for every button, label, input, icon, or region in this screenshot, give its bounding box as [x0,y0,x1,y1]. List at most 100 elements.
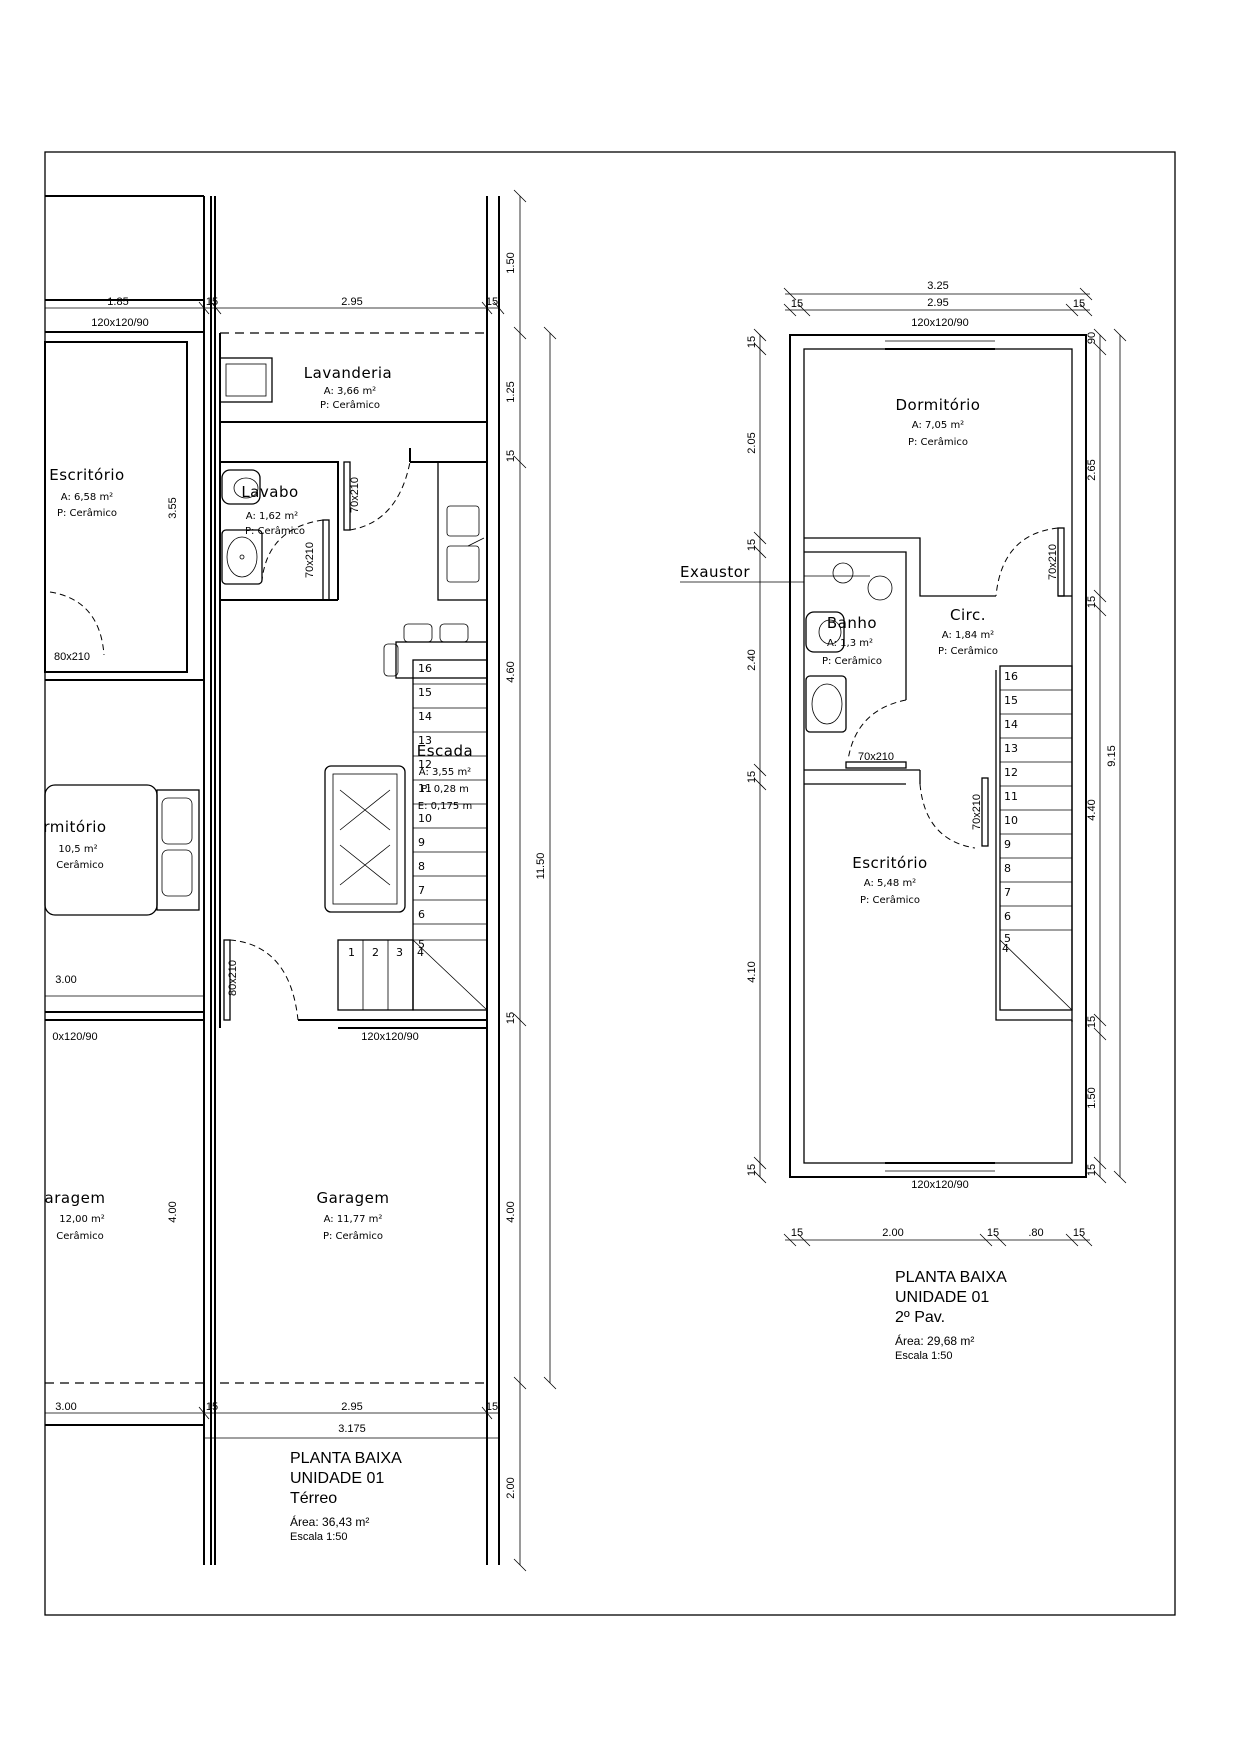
room-banho-area: A: 1,3 m² [827,638,873,649]
bed-icon [44,784,200,916]
dim-top-295: 2.95 [341,296,362,308]
room-escritorio-area: A: 5,48 m² [864,878,916,889]
room-n-garagem-area: 12,00 m² [59,1214,105,1225]
title-terreo-line3: Térreo [290,1490,337,1507]
step2-13: 13 [1004,742,1018,755]
room-n-dormitorio-name: rmitório [43,818,106,836]
dim-v-15a: 15 [505,450,517,462]
dim2-v-15d: 15 [746,1164,758,1176]
dim2-top-325: 3.25 [927,280,948,292]
dim-bot-300: 3.00 [55,1401,76,1413]
dim2-v-15b: 15 [746,539,758,551]
dim2-r-15a: 15 [1086,596,1098,608]
step2-9: 9 [1004,838,1011,851]
dim-bot-15a: 15 [206,1401,218,1413]
staircase-2pav [999,665,1073,1011]
title-2pav-area: Área: 29,68 m² [895,1333,974,1348]
room-n-garagem-name: aragem [45,1189,106,1207]
step2-10: 10 [1004,814,1018,827]
room-dormitorio-name: Dormitório [896,396,981,414]
dim2-bot-15a: 15 [791,1227,803,1239]
dim2-r-150: 1.50 [1086,1087,1098,1108]
title-terreo-line2: UNIDADE 01 [290,1470,384,1487]
title-2pav-line2: UNIDADE 01 [895,1289,989,1306]
step-1: 1 [348,946,355,959]
room-n-garagem-floor: Cerâmico [56,1230,104,1242]
step-14: 14 [418,710,432,723]
room-lavanderia-area: A: 3,66 m² [324,386,376,397]
room-banho-floor: P: Cerâmico [822,655,882,667]
room-circ-area: A: 1,84 m² [942,630,994,641]
step2-14: 14 [1004,718,1018,731]
room-garagem-floor: P: Cerâmico [323,1230,383,1242]
room-banho-name: Banho [827,614,877,632]
window-2pav-bottom: 120x120/90 [911,1179,969,1191]
window-terreo-mid: 120x120/90 [361,1031,419,1043]
dim2-top-15b: 15 [1073,298,1085,310]
toilet-icon [221,469,261,505]
dim-v-460: 4.60 [505,661,517,682]
dim2-bot-80: .80 [1028,1227,1043,1239]
dim2-v-240: 2.40 [746,649,758,670]
staircase-terreo [337,659,488,1021]
dim2-top-15a: 15 [791,298,803,310]
step-3: 3 [396,946,403,959]
room-escritorio-floor: P: Cerâmico [860,894,920,906]
dim2-bot-15c: 15 [1073,1227,1085,1239]
title-2pav-line3: 2º Pav. [895,1309,945,1326]
room-n-escritorio-name: Escritório [49,466,124,484]
step2-5: 5 [1004,932,1011,945]
dim2-r-15b: 15 [1086,1016,1098,1028]
sink-icon [221,529,263,585]
dim2-bot-15b: 15 [987,1227,999,1239]
door-neighbor: 80x210 [54,651,90,663]
room-n-escritorio-area: A: 6,58 m² [61,492,113,503]
step-15: 15 [418,686,432,699]
step-2: 2 [372,946,379,959]
step-13: 13 [418,734,432,747]
step2-6: 6 [1004,910,1011,923]
room-lavanderia-name: Lavanderia [304,364,392,382]
dim-v-150: 1.50 [505,252,517,273]
room-escada-e: E: 0,175 m [418,801,472,812]
room-n-dormitorio-floor: Cerâmico [56,859,104,871]
dim-n-300: 3.00 [55,974,76,986]
laundry-tank [219,357,273,403]
dim2-v-15c: 15 [746,771,758,783]
step-16: 16 [418,662,432,675]
dim2-v-15a: 15 [746,336,758,348]
door-lavanderia: 70x210 [349,477,361,513]
dim2-r-90: 90 [1086,332,1098,344]
dim2-bot-200: 2.00 [882,1227,903,1239]
title-terreo-scale: Escala 1:50 [290,1531,347,1543]
title-2pav-scale: Escala 1:50 [895,1350,952,1362]
sink-icon-2pav [805,675,847,733]
dim-v-200: 2.00 [505,1477,517,1498]
step-7: 7 [418,884,425,897]
dim-top-185: 1.85 [107,296,128,308]
door-escritorio: 70x210 [971,794,983,830]
dim-v-125: 1.25 [505,381,517,402]
plan-terreo: 1.85 15 2.95 15 120x120/90 Lavanderia A:… [43,189,557,1572]
step2-12: 12 [1004,766,1018,779]
step-6: 6 [418,908,425,921]
room-escada-area: A: 3,55 m² [419,767,471,778]
room-dormitorio-area: A: 7,05 m² [912,420,964,431]
window-2pav-top: 120x120/90 [911,317,969,329]
dim-n-355: 3.55 [167,497,179,518]
plan-2pav: Banho A: 1,3 m² P: Cerâmico 70x210 Exaus… [680,280,1127,1362]
window-neighbor-top: 120x120/90 [91,317,149,329]
door-banho: 70x210 [858,751,894,763]
step-8: 8 [418,860,425,873]
dim2-v-205: 2.05 [746,432,758,453]
step2-4: 4 [1002,942,1009,955]
step-4: 4 [417,946,424,959]
dim2-r-265: 2.65 [1086,459,1098,480]
kitchen-sink [437,461,488,601]
toilet-icon-2pav [805,611,845,653]
door-dormitorio: 70x210 [1047,544,1059,580]
room-lavabo-name: Lavabo [241,483,298,501]
dim-bot-15b: 15 [486,1401,498,1413]
dim-v-400: 4.00 [505,1201,517,1222]
